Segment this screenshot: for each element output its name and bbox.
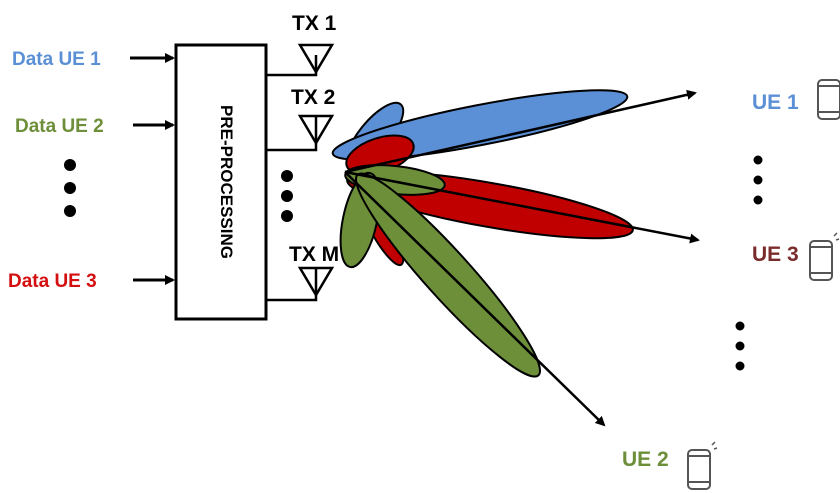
beam-arrow-ue3 [344, 170, 700, 244]
antenna-label-txm: TX M [289, 243, 339, 266]
input-label-ue2: Data UE 2 [15, 116, 104, 137]
phone-icon [817, 79, 840, 120]
beam-arrow-ue2 [344, 171, 606, 427]
antenna-icon [297, 266, 335, 298]
beam-arrow-ue1 [344, 89, 697, 174]
txm-feed-line [266, 268, 318, 302]
antenna-label-tx2: TX 2 [291, 86, 335, 109]
input-label-ue1: Data UE 1 [12, 49, 101, 70]
phone-icon [809, 232, 840, 281]
pre-processing-block [174, 43, 268, 321]
input-label-ue3: Data UE 3 [8, 271, 97, 292]
user-ellipsis-lower [735, 321, 745, 371]
antenna-icon [297, 43, 335, 75]
user-ellipsis-upper [753, 155, 763, 205]
user-label-ue1: UE 1 [752, 91, 799, 114]
tx1-feed-line [266, 55, 318, 77]
antenna-ellipsis [281, 170, 293, 222]
tx2-feed-line [266, 117, 318, 152]
user-label-ue2: UE 2 [622, 448, 669, 471]
input-ellipsis [64, 159, 76, 217]
antenna-icon [297, 114, 335, 146]
user-label-ue3: UE 3 [752, 243, 799, 266]
pre-processing-label: PRE-PROCESSING [217, 105, 236, 259]
phone-icon [687, 441, 718, 490]
antenna-label-tx1: TX 1 [292, 12, 337, 35]
